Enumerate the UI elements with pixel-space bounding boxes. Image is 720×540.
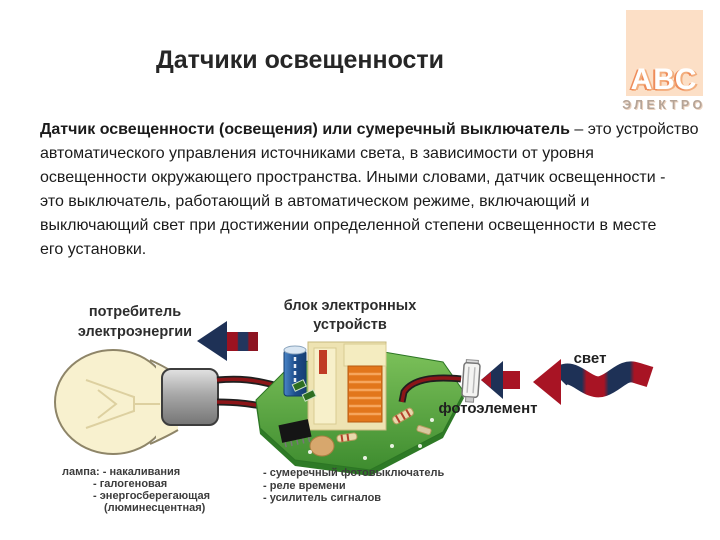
solder-pads	[308, 418, 434, 460]
block-label-line2: устройств	[313, 317, 387, 333]
ic-chip	[278, 419, 312, 448]
paragraph-line-5: выключающий свет при достижении определе…	[40, 217, 657, 234]
logo-square: АВС	[625, 10, 703, 96]
resistor-2	[336, 432, 358, 443]
light-in-arrow-head-icon	[481, 361, 503, 399]
block-functions-list: - сумеречный фотовыключатель - реле врем…	[263, 467, 445, 504]
coil-windings	[349, 372, 381, 416]
lamp-list-line4: (люминесцентная)	[104, 502, 206, 514]
company-logo: АВС ЭЛЕКТРО	[605, 10, 720, 112]
photoelement	[461, 359, 481, 403]
paragraph-line-4: это выключатель, работающий в автоматиче…	[40, 193, 590, 210]
photoelement-label: фотоэлемент	[438, 400, 537, 417]
paragraph-lead-rest: – это устройство	[569, 121, 699, 138]
logo-abc-text: АВС	[630, 63, 698, 96]
capacitor-top	[283, 345, 307, 355]
lamp-list-line3: - энергосберегающая	[93, 490, 210, 502]
paragraph-line-1: Датчик освещенности (освещения) или суме…	[40, 118, 698, 142]
transformer	[307, 341, 387, 431]
bulb-base	[161, 368, 219, 426]
photoelement-body	[461, 361, 481, 399]
lamp-list-line2: - галогеновая	[93, 478, 167, 490]
consumer-label-line1: потребитель	[89, 304, 181, 320]
transformer-top-flange	[343, 343, 387, 367]
paragraph-lead-bold: Датчик освещенности (освещения) или суме…	[40, 121, 570, 138]
wire-core	[400, 376, 462, 403]
lamp-types-list: лампа: - накаливания - галогеновая - эне…	[62, 466, 210, 514]
power-arrow-body	[227, 332, 258, 351]
lamp-list-line1: лампа: - накаливания	[62, 466, 180, 478]
paragraph-line-2: автоматического управления источниками с…	[40, 145, 594, 162]
transistor-1	[291, 379, 307, 392]
intro-paragraph: Датчик освещенности (освещения) или суме…	[40, 118, 698, 262]
block-list-line1: - сумеречный фотовыключатель	[263, 467, 445, 479]
photoelement-wire	[398, 374, 462, 403]
power-flow-arrow	[197, 321, 258, 361]
light-in-arrow-tip	[481, 372, 491, 388]
chip-pins	[284, 437, 311, 448]
bulb-filament	[85, 379, 160, 429]
transformer-red-part	[319, 350, 327, 374]
wire-top	[216, 377, 275, 387]
sensor-diagram: потребитель электроэнергии блок электрон…	[54, 298, 654, 514]
power-arrow-head-icon	[197, 321, 227, 361]
paragraph-line-3: освещенности окружающего пространства. И…	[40, 169, 666, 186]
paragraph-line-6: его установки.	[40, 241, 147, 258]
block-label-line1: блок электронных	[284, 298, 417, 314]
consumer-label-line2: электроэнергии	[78, 324, 192, 340]
photoelement-foot	[464, 396, 475, 403]
resistor-body	[416, 425, 432, 435]
transistor-2	[301, 389, 317, 402]
capacitor-tan	[309, 435, 335, 457]
resistor-bands	[394, 409, 412, 423]
light-in-arrow	[481, 361, 520, 399]
resistor-bands	[340, 433, 350, 442]
logo-electro-text: ЭЛЕКТРО	[622, 98, 706, 112]
resistor-3	[416, 425, 432, 435]
coil	[347, 365, 383, 423]
wave-body	[551, 361, 654, 398]
resistor-1	[392, 407, 414, 425]
light-wave-arrow	[533, 359, 654, 405]
circuit-board	[255, 341, 465, 476]
photoelement-lines	[466, 366, 476, 394]
block-list-line3: - усилитель сигналов	[263, 492, 381, 504]
block-list-line2: - реле времени	[263, 480, 346, 492]
light-bulb	[54, 349, 219, 455]
wave-arrow-head-icon	[533, 359, 561, 405]
light-label: свет	[574, 350, 607, 367]
page-title: Датчики освещенности	[155, 46, 445, 74]
light-in-arrow-body	[503, 371, 520, 389]
chip-body	[278, 419, 312, 443]
